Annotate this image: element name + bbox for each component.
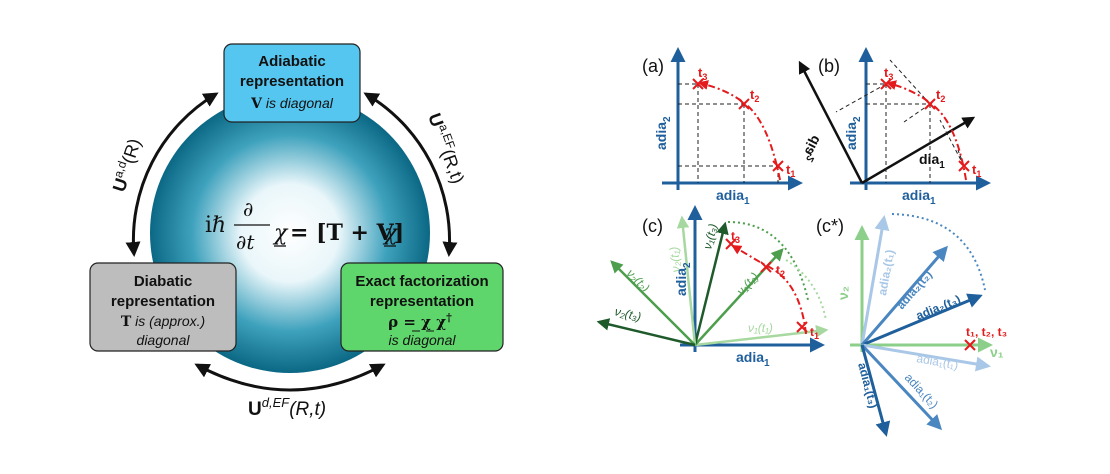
eq-rhs: = [T + V] <box>290 220 404 246</box>
arc-def <box>194 363 386 392</box>
panel-b: (b) t1 t2 t3 adia1 adia2 dia1 dia2 <box>797 47 991 207</box>
panel-c-nu2t2-label: ν₂(t₂) <box>624 266 653 295</box>
panel-cstar-a1t2-label: adia₁(t₂) <box>902 370 941 411</box>
panel-b-crosses <box>880 78 970 172</box>
diabatic-box: Diabatic representation T is (approx.) d… <box>89 262 237 352</box>
tdse-equation: iℏ ∂ ∂t χ = [T + V] χ <box>205 197 404 254</box>
eq-partial: ∂ <box>243 197 253 221</box>
panel-a-t3: t3 <box>698 65 707 82</box>
adiabatic-box: Adiabatic representation V is diagonal <box>223 43 361 123</box>
panel-cstar-tall: t₁, t₂, t₃ <box>966 325 1007 339</box>
label-uad: Ua,d(R) <box>107 135 145 194</box>
panel-b-t1: t1 <box>972 162 981 179</box>
panel-b-t3: t3 <box>884 65 893 82</box>
panel-cstar-label: (c*) <box>816 216 844 236</box>
diabatic-sub: T is (approx.) <box>121 313 205 330</box>
panel-cstar-a2t3 <box>861 293 983 347</box>
panel-cstar-a1t3 <box>860 344 891 437</box>
panel-cstar-a1t1-label: adia₁(t₁) <box>915 351 959 372</box>
arc-ad <box>125 92 219 257</box>
panel-c-t3: t3 <box>731 229 740 245</box>
panel-b-dia2-axis <box>798 60 864 184</box>
panel-c: (c) t1 t2 t3 ν₁(t₁) ν₁(t₂) ν₁(t₃) ν₂(t₁)… <box>596 205 829 369</box>
diabatic-sub3: diagonal <box>137 332 191 348</box>
panel-a-t2: t2 <box>750 87 759 104</box>
panel-b-label: (b) <box>818 56 840 76</box>
panel-cstar-a2t2 <box>860 245 948 346</box>
eq-prefix: iℏ <box>205 213 226 238</box>
diabatic-title1: Diabatic <box>134 273 192 290</box>
panel-c-nu2t2 <box>610 260 696 346</box>
panel-c-nu2t3-label: ν₂(t₃) <box>613 304 642 324</box>
panel-cstar-v2-label: ν₂ <box>835 286 851 300</box>
panel-cstar-a2t3-label: adia₂(t₃) <box>914 292 963 323</box>
panel-a-t1: t1 <box>786 162 795 179</box>
panel-c-nu2t3 <box>596 318 696 347</box>
eq-chi2: χ <box>382 221 399 246</box>
label-uaef-text: Ua,EF(R,t) <box>424 110 470 186</box>
panel-c-dotted-arc-light <box>785 259 827 321</box>
panel-b-ylabel: adia2 <box>843 116 863 150</box>
panel-cstar-cross <box>964 339 976 351</box>
label-uad-text: Ua,d(R) <box>107 135 145 194</box>
diabatic-title2: representation <box>111 293 215 310</box>
panel-a-trajectory <box>698 80 781 181</box>
panel-c-ylabel: adia2 <box>673 262 693 296</box>
panel-c-nu1t1 <box>694 324 829 347</box>
panel-b-dia2: dia2 <box>797 132 827 164</box>
panel-c-trajectory <box>731 244 807 335</box>
panel-c-nu1t1-label: ν₁(t₁) <box>748 321 773 335</box>
panel-cstar-a2t1 <box>860 215 890 346</box>
panel-c-nu2t1 <box>676 215 697 346</box>
panel-b-dia1: dia1 <box>919 151 945 171</box>
exact-rho: ρ = χ χ† <box>388 311 452 331</box>
panel-a-crosses <box>692 78 784 172</box>
panel-a-ylabel: adia2 <box>653 116 673 150</box>
panel-cstar: (c*) ν₂ ν₁ adia₂(t₁) adia₂(t₂) adia₂(t₃)… <box>816 213 1007 437</box>
panel-a-label: (a) <box>642 56 664 76</box>
panel-c-nu1t3 <box>693 221 729 346</box>
left-diagram: Adiabatic representation V is diagonal D… <box>89 43 504 420</box>
panel-b-xlabel: adia1 <box>902 187 936 207</box>
panel-cstar-a1t1 <box>861 343 991 372</box>
panel-b-dia1-axis <box>861 116 976 185</box>
panel-cstar-a1t2 <box>860 343 943 431</box>
exact-title1: Exact factorization <box>355 273 488 290</box>
arc-aef <box>363 92 458 257</box>
panel-c-crosses <box>725 238 808 333</box>
panel-a: (a) t1 t2 t3 adia1 adia2 <box>642 47 803 207</box>
label-uaef: Ua,EF(R,t) <box>424 110 470 187</box>
exact-title2: representation <box>370 293 474 310</box>
exact-box: Exact factorization representation ρ = χ… <box>340 262 504 352</box>
adiabatic-sub: V is diagonal <box>250 95 334 112</box>
panel-c-xlabel: adia1 <box>736 349 770 369</box>
panel-cstar-a1t3-label: adia₁(t₃) <box>855 361 881 410</box>
panel-c-nu1t3-label: ν₁(t₃) <box>700 222 720 250</box>
label-udef: Ud,EF(R,t) <box>248 395 326 420</box>
adiabatic-title2: representation <box>240 73 344 90</box>
panel-cstar-dotted-arc <box>891 213 986 291</box>
panel-c-t2: t2 <box>776 263 785 279</box>
panel-a-xlabel: adia1 <box>716 187 750 207</box>
panel-c-t1: t1 <box>810 325 819 341</box>
panel-b-gridlines <box>835 59 965 183</box>
adiabatic-title1: Adiabatic <box>258 53 326 70</box>
exact-sub3: is diagonal <box>389 332 457 348</box>
panel-cstar-v1-label: ν₁ <box>990 344 1004 360</box>
panel-c-nu1t2-label: ν₁(t₂) <box>734 270 762 298</box>
panel-c-dotted-arc-dark <box>727 221 809 301</box>
panel-c-nu2t1-label: ν₂(t₁) <box>667 246 683 273</box>
panel-b-t2: t2 <box>936 87 945 104</box>
eq-dt: ∂t <box>236 230 255 254</box>
eq-chi: χ <box>272 221 289 246</box>
panel-c-label: (c) <box>642 216 663 236</box>
panel-a-gridlines <box>678 83 779 183</box>
